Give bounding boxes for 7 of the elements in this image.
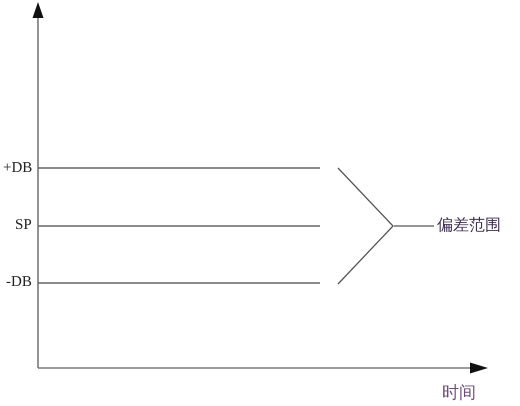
range-label: 偏差范围 <box>437 218 501 234</box>
line-label: SP <box>15 218 32 232</box>
line-label: +DB <box>3 160 32 176</box>
axis-label: 时间 <box>442 384 476 400</box>
line-label: -DB <box>6 274 32 290</box>
bracket <box>336 166 394 286</box>
leader-line <box>394 225 434 227</box>
